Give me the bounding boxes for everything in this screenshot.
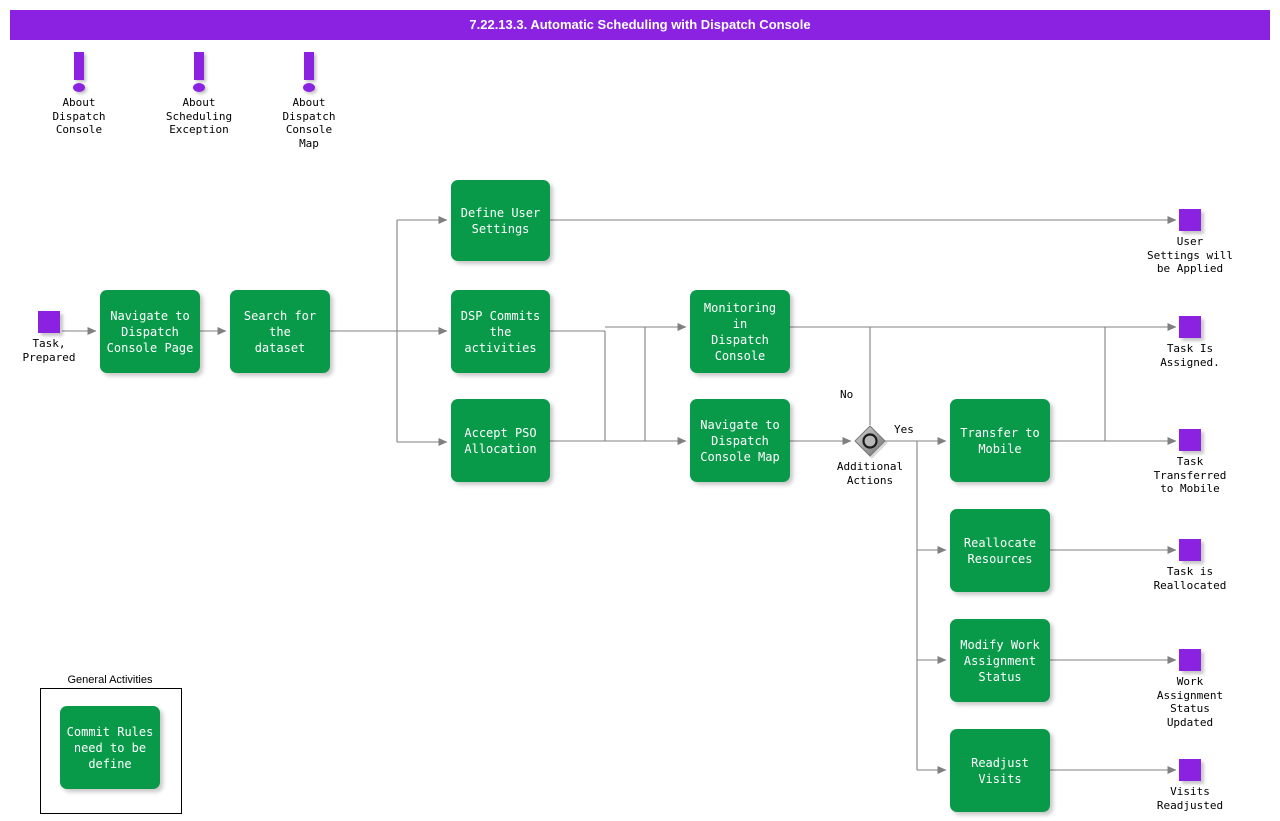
activity-label: Navigate to Dispatch Console Map [700, 417, 780, 464]
exclamation-icon [194, 52, 204, 80]
note-label: About Dispatch Console [52, 96, 106, 136]
general-activities-title: General Activities [67, 674, 153, 686]
terminator-user-settings-will-be-applied[interactable]: User Settings will be Applied [1130, 209, 1250, 276]
terminator-task-prepared[interactable]: Task, Prepared [0, 311, 109, 364]
exclamation-dot-icon [193, 83, 205, 92]
activity-label: Transfer to Mobile [960, 425, 1040, 456]
activity-label: Commit Rules need to be define [66, 724, 154, 771]
activity-modify-work-assignment-status[interactable]: Modify Work Assignment Status [950, 619, 1050, 702]
terminator-label: Visits Readjusted [1156, 785, 1224, 812]
page-title: 7.22.13.3. Automatic Scheduling with Dis… [469, 17, 811, 32]
activity-label: Readjust Visits [971, 755, 1029, 786]
exclamation-icon [74, 52, 84, 80]
activity-monitoring-in-dispatch-console[interactable]: Monitoring in Dispatch Console [690, 290, 790, 373]
activity-label: Monitoring in Dispatch Console [703, 300, 777, 363]
decision-additional-actions[interactable]: Additional Actions [837, 426, 903, 487]
activity-label: Accept PSO Allocation [464, 425, 537, 456]
terminator-label: User Settings will be Applied [1146, 235, 1234, 275]
terminator-label: Task, Prepared [22, 337, 76, 364]
terminator-task-is-reallocated[interactable]: Task is Reallocated [1130, 539, 1250, 592]
activity-label: Search for the dataset [243, 308, 317, 355]
activity-label: Reallocate Resources [963, 535, 1037, 566]
activity-reallocate-resources[interactable]: Reallocate Resources [950, 509, 1050, 592]
activity-navigate-to-dispatch-console-page[interactable]: Navigate to Dispatch Console Page [100, 290, 200, 373]
activity-label: Define User Settings [460, 205, 541, 236]
activity-transfer-to-mobile[interactable]: Transfer to Mobile [950, 399, 1050, 482]
terminator-square-icon [1179, 539, 1201, 561]
note-label: About Scheduling Exception [165, 96, 233, 136]
exclamation-icon [304, 52, 314, 80]
title-bar: 7.22.13.3. Automatic Scheduling with Dis… [10, 10, 1270, 40]
terminator-square-icon [1179, 759, 1201, 781]
terminator-square-icon [1179, 429, 1201, 451]
activity-label: Modify Work Assignment Status [960, 637, 1040, 684]
terminator-label: Task Transferred to Mobile [1153, 455, 1227, 495]
activity-commit-rules-need-to-be-define[interactable]: Commit Rules need to be define [60, 706, 160, 789]
terminator-square-icon [1179, 649, 1201, 671]
terminator-label: Work Assignment Status Updated [1156, 675, 1224, 729]
terminator-square-icon [38, 311, 60, 333]
terminator-visits-readjusted[interactable]: Visits Readjusted [1130, 759, 1250, 812]
note-about-dispatch-console-map[interactable]: About Dispatch Console Map [254, 52, 364, 150]
activity-navigate-to-dispatch-console-map[interactable]: Navigate to Dispatch Console Map [690, 399, 790, 482]
terminator-work-assignment-status-updated[interactable]: Work Assignment Status Updated [1130, 649, 1250, 729]
activity-readjust-visits[interactable]: Readjust Visits [950, 729, 1050, 812]
terminator-label: Task is Reallocated [1153, 565, 1227, 592]
activity-label: DSP Commits the activities [460, 308, 541, 355]
activity-accept-pso-allocation[interactable]: Accept PSO Allocation [451, 399, 550, 482]
edge-label-yes: Yes [894, 423, 914, 436]
note-label: About Dispatch Console Map [282, 96, 336, 150]
terminator-task-transferred-to-mobile[interactable]: Task Transferred to Mobile [1130, 429, 1250, 496]
note-about-dispatch-console[interactable]: About Dispatch Console [24, 52, 134, 137]
terminator-task-is-assigned[interactable]: Task Is Assigned. [1130, 316, 1250, 369]
terminator-square-icon [1179, 209, 1201, 231]
activity-define-user-settings[interactable]: Define User Settings [451, 180, 550, 261]
edge-label-no: No [840, 388, 854, 401]
activity-label: Navigate to Dispatch Console Page [106, 308, 194, 355]
activity-search-for-the-dataset[interactable]: Search for the dataset [230, 290, 330, 373]
terminator-label: Task Is Assigned. [1160, 342, 1220, 369]
exclamation-dot-icon [73, 83, 85, 92]
activity-dsp-commits-the-activities[interactable]: DSP Commits the activities [451, 290, 550, 373]
exclamation-dot-icon [303, 83, 315, 92]
terminator-square-icon [1179, 316, 1201, 338]
decision-label: Additional Actions [836, 460, 904, 487]
note-about-scheduling-exception[interactable]: About Scheduling Exception [144, 52, 254, 137]
